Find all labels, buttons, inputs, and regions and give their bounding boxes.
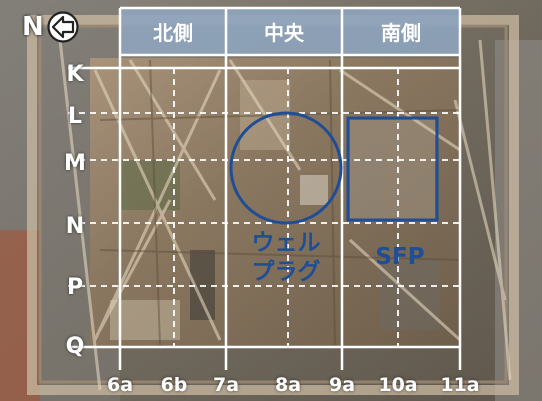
well-plug-label: ウェル プラグ: [236, 229, 336, 287]
section-north: 北側: [153, 21, 193, 45]
row-label-n: N: [65, 214, 85, 239]
debris-texture: [110, 80, 440, 340]
sfp-label: SFP: [375, 244, 425, 270]
section-center: 中央: [264, 21, 304, 45]
row-label-q: Q: [65, 334, 85, 359]
sfp-rectangle: [346, 116, 439, 222]
column-label-7a: 7a: [212, 374, 240, 396]
north-arrow-icon: [47, 11, 79, 43]
truss-beams: [58, 39, 512, 391]
column-label-9a: 9a: [328, 374, 356, 396]
row-label-l: L: [67, 104, 83, 129]
well-plug-label-line2: プラグ: [251, 259, 321, 285]
row-label-p: P: [66, 275, 84, 300]
column-label-10a: 10a: [378, 374, 418, 396]
north-label: N: [22, 12, 44, 42]
column-label-6a: 6a: [106, 374, 134, 396]
section-south: 南側: [381, 21, 421, 45]
north-indicator: N: [22, 10, 80, 44]
row-label-k: K: [66, 62, 84, 87]
well-plug-label-line1: ウェル: [251, 230, 321, 256]
column-label-11a: 11a: [440, 374, 480, 396]
column-label-8a: 8a: [274, 374, 302, 396]
grid-solid-lines: [68, 6, 462, 370]
well-plug-circle: [229, 111, 343, 225]
row-label-m: M: [64, 151, 86, 176]
column-label-6b: 6b: [160, 374, 188, 396]
